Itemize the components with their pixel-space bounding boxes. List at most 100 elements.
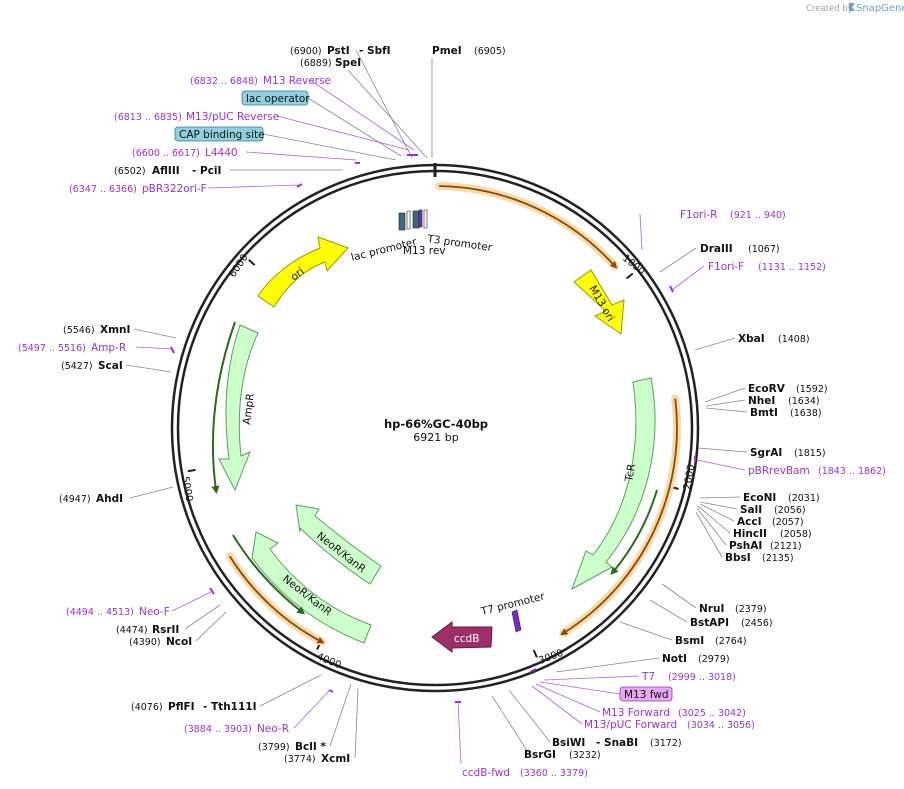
pflfi-label[interactable]: PflFI	[168, 701, 195, 713]
tick-mark	[532, 649, 538, 658]
m13puc-rev-label[interactable]: M13/pUC Reverse	[186, 111, 279, 123]
pshai-label[interactable]: PshAI	[729, 540, 762, 552]
pshai-pos: (2121)	[770, 541, 802, 552]
ahdi-pos: (4947)	[59, 494, 91, 505]
pflfi-pos: (4076)	[131, 702, 163, 713]
leader-line	[171, 591, 212, 612]
f1orif-label[interactable]: F1ori-F	[708, 261, 744, 273]
bsiwi-label[interactable]: BsiWI	[552, 737, 585, 749]
leader-line	[508, 689, 551, 743]
leader-line	[619, 621, 673, 641]
ahdi-label[interactable]: AhdI	[96, 493, 123, 505]
neof-label[interactable]: Neo-F	[139, 606, 170, 618]
bbsi-label[interactable]: BbsI	[725, 552, 751, 564]
neor-label[interactable]: Neo-R	[257, 723, 289, 735]
neof-pos: (4494 .. 4513)	[66, 607, 134, 618]
lac-operator-box[interactable]: lac operator	[241, 90, 310, 106]
orf-lines	[211, 321, 658, 615]
nhei-pos: (1634)	[788, 396, 820, 407]
pbrrevbam-label[interactable]: pBRrevBam	[748, 465, 810, 477]
l4440-pos: (6600 .. 6617)	[132, 148, 200, 159]
draiii-pos: (1067)	[748, 244, 780, 255]
f1orir-label[interactable]: F1ori-R	[680, 209, 717, 221]
draiii-label[interactable]: DraIII	[700, 243, 733, 255]
ampr-arrow[interactable]	[218, 324, 259, 492]
bcli-label[interactable]: BclI *	[295, 741, 326, 753]
nrui-label[interactable]: NruI	[699, 603, 724, 615]
tcr-orf-arc	[560, 398, 678, 636]
bmti-label[interactable]: BmtI	[750, 407, 778, 419]
ori-arrow[interactable]	[257, 236, 349, 308]
l4440-label[interactable]: L4440	[205, 147, 238, 159]
xmni-label[interactable]: XmnI	[100, 324, 130, 336]
xcmi-label[interactable]: XcmI	[321, 753, 350, 765]
leader-line	[259, 674, 322, 707]
ncoi-label[interactable]: NcoI	[166, 636, 192, 648]
noti-label[interactable]: NotI	[662, 653, 687, 665]
ccdb-arrow[interactable]	[431, 621, 493, 653]
m13-ori-arrow[interactable]	[573, 269, 625, 335]
f1orir-pos: (921 .. 940)	[730, 210, 786, 221]
leader-line	[135, 346, 173, 350]
afliii-label[interactable]: AflIII	[152, 165, 180, 177]
pbr322-pos: (6347 .. 6366)	[69, 184, 137, 195]
bstapi-label[interactable]: BstAPI	[690, 617, 729, 629]
plasmid-name: hp-66%GC-40bp	[384, 417, 488, 431]
scai-pos: (5427)	[61, 361, 93, 372]
leader-line	[293, 689, 331, 729]
tth111i-label[interactable]: - Tth111I	[203, 701, 257, 713]
feature-arrows	[218, 236, 656, 653]
hincii-label[interactable]: HincII	[733, 528, 767, 540]
m13-fwd-box[interactable]: M13 fwd	[619, 686, 673, 702]
cap-site-label: CAP binding site	[179, 129, 265, 141]
ecorv-label[interactable]: EcoRV	[748, 383, 786, 395]
acci-label[interactable]: AccI	[737, 516, 761, 528]
t7-label[interactable]: T7	[641, 671, 655, 683]
leader-line	[671, 265, 705, 291]
leader-line	[129, 486, 174, 499]
neokanr-inner-arrow[interactable]	[295, 504, 382, 585]
sali-label[interactable]: SalI	[740, 504, 762, 516]
ampr-primer-label[interactable]: Amp-R	[91, 342, 126, 354]
acci-pos: (2057)	[772, 517, 804, 528]
snabi-label[interactable]: - SnaBI	[596, 737, 638, 749]
leader-line	[539, 681, 621, 695]
leader-line	[207, 184, 300, 189]
sbfi-label[interactable]: - SbfI	[359, 45, 391, 57]
m13fwd-label[interactable]: M13 Forward	[602, 707, 670, 719]
m13puc-fwd-label[interactable]: M13/pUC Forward	[584, 719, 677, 731]
bsmi-label[interactable]: BsmI	[675, 635, 704, 647]
xbai-label[interactable]: XbaI	[738, 333, 765, 345]
scai-label[interactable]: ScaI	[98, 360, 123, 372]
sgrai-label[interactable]: SgrAI	[750, 447, 782, 459]
m13fwd-pos: (3025 .. 3042)	[678, 708, 746, 719]
ccdb-label: ccdB	[454, 633, 479, 645]
pbr322-label[interactable]: pBR322ori-F	[142, 183, 207, 195]
leader-line	[704, 387, 746, 403]
bmti-pos: (1638)	[790, 408, 822, 419]
sali-pos: (2056)	[774, 505, 806, 516]
leader-line	[705, 399, 746, 407]
leader-line	[457, 701, 462, 765]
xcmi-pos: (3774)	[284, 754, 316, 765]
bsrgi-label[interactable]: BsrGI	[524, 749, 556, 761]
psti-label[interactable]: PstI	[327, 45, 350, 57]
m13rev-label[interactable]: M13 Reverse	[263, 75, 331, 87]
econi-label[interactable]: EcoNI	[743, 492, 776, 504]
orf-arcs	[225, 182, 681, 646]
neokanr-orf-arc	[229, 555, 325, 644]
tick-mark	[187, 468, 196, 473]
cap-site-box[interactable]: CAP binding site	[174, 126, 265, 142]
xbai-pos: (1408)	[778, 334, 810, 345]
nhei-label[interactable]: NheI	[748, 395, 775, 407]
neokanr-outer-arrow[interactable]	[251, 531, 372, 644]
spei-label[interactable]: SpeI	[335, 57, 361, 69]
psti-pos: (6900)	[290, 46, 322, 57]
rsrii-label[interactable]: RsrII	[152, 624, 179, 636]
pcii-label[interactable]: - PciI	[192, 165, 221, 177]
tick-mark	[625, 272, 634, 280]
ccdbfwd-label[interactable]: ccdB-fwd	[462, 767, 510, 779]
pmei-label[interactable]: PmeI	[432, 45, 462, 57]
leader-line	[133, 328, 177, 339]
credit-brand: SnapGene	[856, 3, 904, 14]
